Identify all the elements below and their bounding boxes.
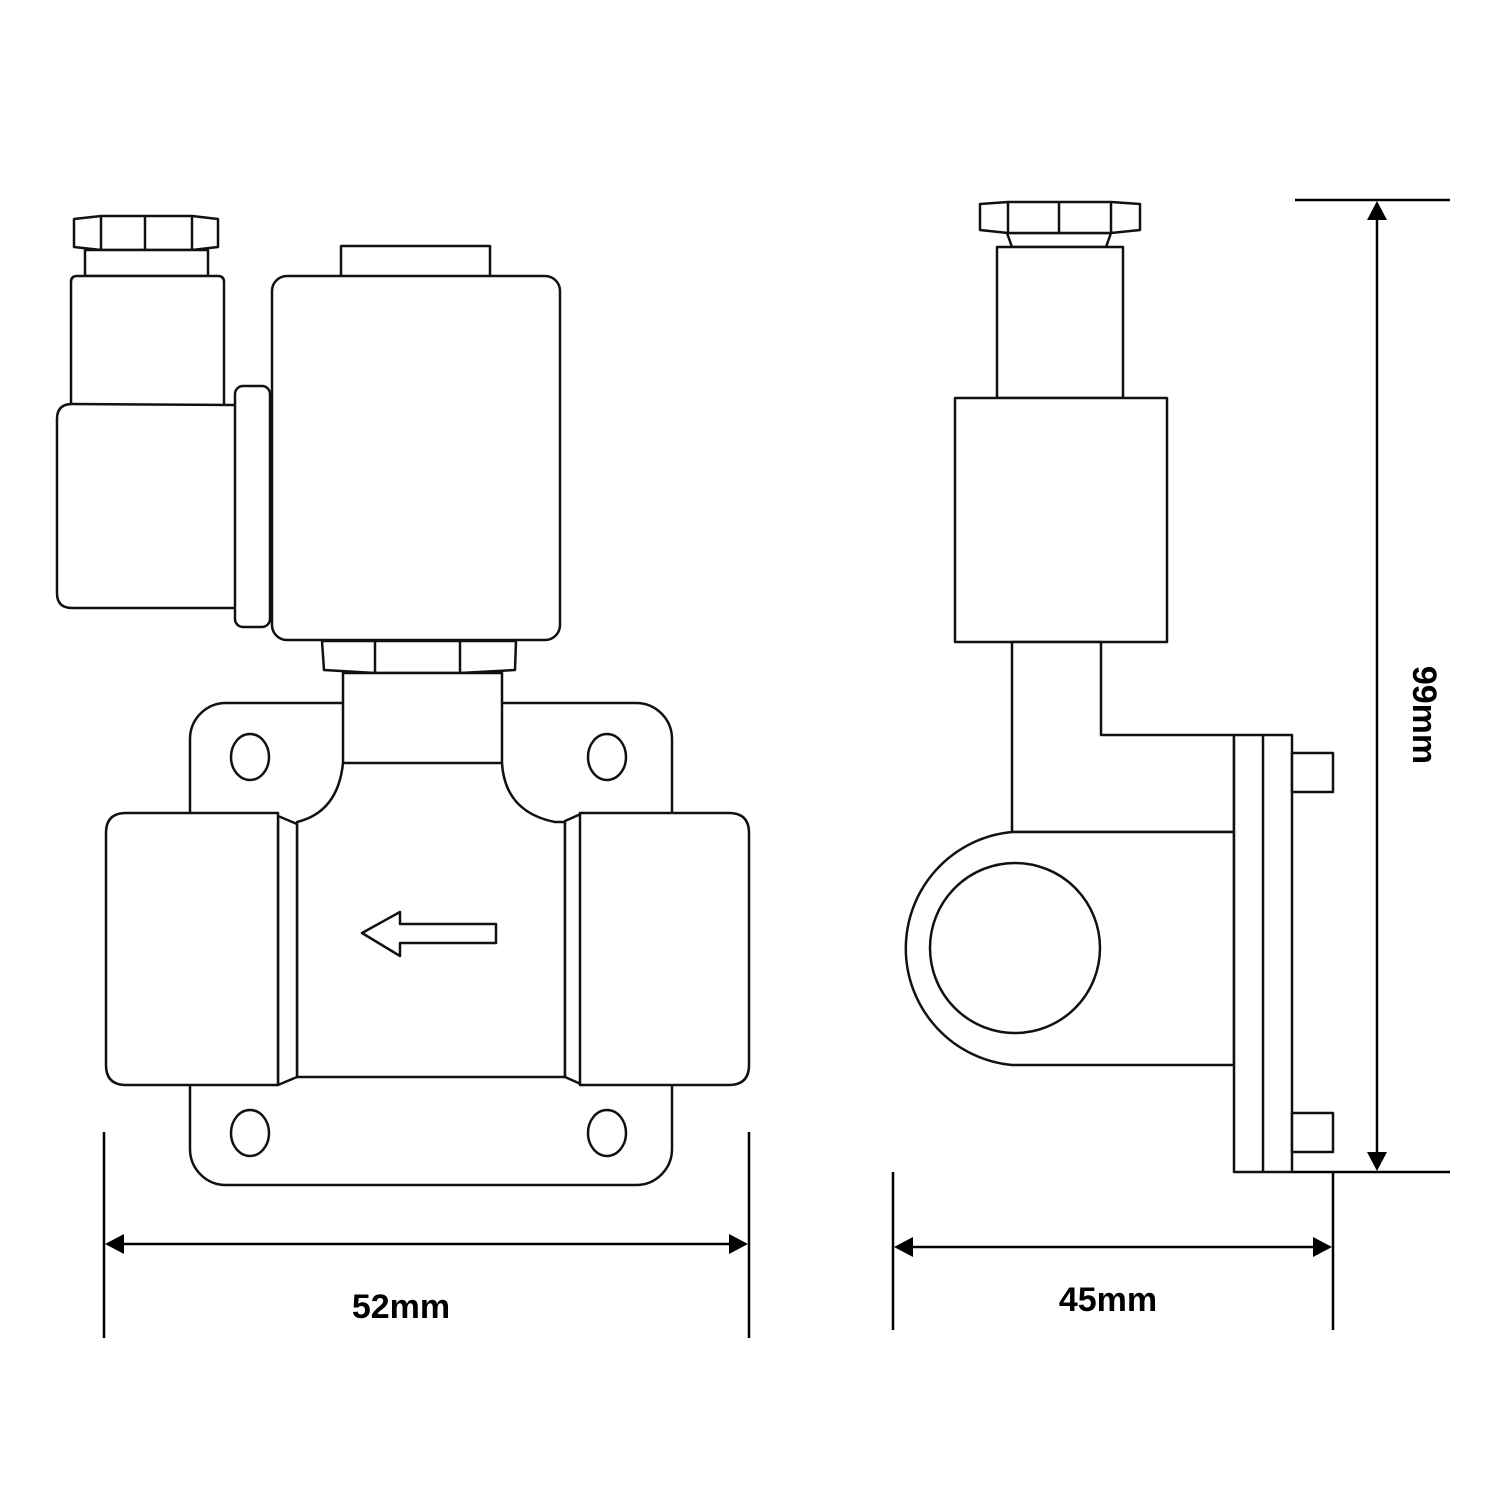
- arrowhead-icon: [729, 1234, 748, 1254]
- side-connector-nut: [978, 200, 1142, 235]
- arrowhead-icon: [1367, 201, 1387, 220]
- left-chamfer: [276, 814, 299, 1087]
- connector-plug: [55, 402, 238, 610]
- solenoid-coil: [270, 274, 562, 642]
- left-port: [104, 811, 280, 1087]
- depth-dimension: 45mm: [891, 1172, 1335, 1330]
- side-coil: [953, 396, 1169, 644]
- mounting-hole: [586, 732, 628, 782]
- depth-label: 45mm: [1059, 1281, 1157, 1319]
- arrowhead-icon: [894, 1237, 913, 1257]
- pipe-bore: [928, 861, 1102, 1035]
- coil-lock-nut: [320, 639, 518, 675]
- side-stem: [1010, 640, 1236, 834]
- height-dimension: 99mm: [1292, 198, 1450, 1174]
- arrowhead-icon: [1313, 1237, 1332, 1257]
- side-view: [904, 200, 1335, 1174]
- flow-direction-arrow-icon: [360, 910, 498, 958]
- height-label: 99mm: [1405, 666, 1443, 764]
- mounting-hole: [229, 732, 271, 782]
- arrowhead-icon: [1367, 1152, 1387, 1171]
- side-connector-neck: [995, 245, 1125, 400]
- mounting-bolt: [1290, 751, 1335, 794]
- arrowhead-icon: [105, 1234, 124, 1254]
- connector-gasket: [233, 384, 272, 629]
- coil-top-cap: [339, 244, 492, 279]
- mounting-hole: [586, 1108, 628, 1158]
- connector-nut: [72, 214, 220, 252]
- mounting-bolt: [1290, 1111, 1335, 1154]
- width-label: 52mm: [352, 1288, 450, 1326]
- connector-neck: [83, 248, 210, 278]
- width-dimension: 52mm: [102, 1132, 751, 1338]
- right-port: [578, 811, 751, 1087]
- mounting-hole: [229, 1108, 271, 1158]
- connector-upper-body: [69, 274, 226, 405]
- front-view: [55, 214, 751, 1187]
